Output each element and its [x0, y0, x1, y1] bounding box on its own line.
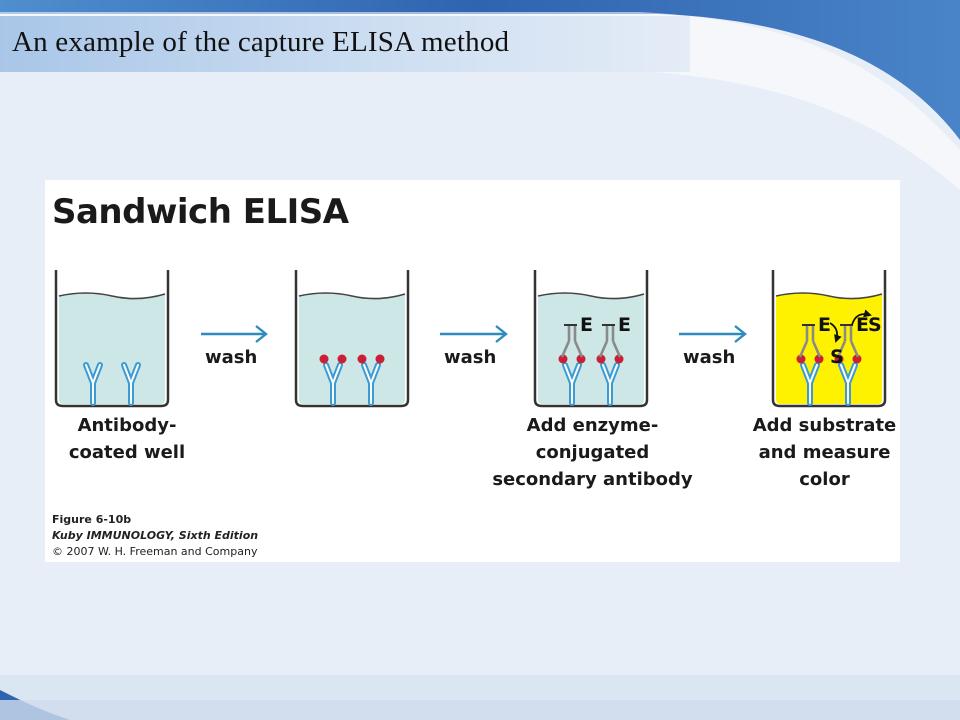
antigen [852, 354, 862, 364]
antigen [576, 354, 586, 364]
antigen [814, 354, 824, 364]
well-3-fluid [538, 293, 644, 404]
capture-antibody [562, 362, 582, 406]
well-4-fluid [776, 293, 882, 404]
enzyme-label: E [618, 314, 631, 336]
capture-antibody [800, 362, 820, 406]
figure-number: Figure 6-10b [52, 513, 132, 526]
enzyme-conjugated-antibody [836, 324, 860, 358]
well-1-label-line-1: Antibody- [77, 415, 177, 436]
substrate-label: S [868, 314, 882, 336]
well-4-label-line-3: color [799, 469, 850, 490]
well-4-label: Add substrate and measure color [752, 412, 897, 493]
well-3-label-line-2: conjugated [535, 442, 650, 463]
wash-arrow-1 [201, 325, 268, 343]
enzyme-conjugated-antibody [598, 324, 622, 358]
enzyme-label: E [580, 314, 593, 336]
antigen [357, 354, 367, 364]
capture-antibody [83, 362, 103, 406]
well-1-wall [54, 270, 170, 408]
capture-antibody [600, 362, 620, 406]
well-4-wall [771, 270, 887, 408]
enzyme-label: E [856, 314, 869, 336]
well-2-meniscus [298, 292, 406, 300]
antigen [337, 354, 347, 364]
well-1-meniscus [58, 292, 166, 300]
substrate-label: S [830, 346, 844, 368]
antigen [319, 354, 329, 364]
antigen [614, 354, 624, 364]
well-4-label-line-1: Add substrate [752, 415, 897, 436]
antigen [375, 354, 385, 364]
well-3-wall [533, 270, 649, 408]
well-2-fluid [299, 293, 405, 404]
wash-label-2: wash [444, 347, 497, 368]
well-1-label-line-2: coated well [68, 442, 186, 463]
antigen [796, 354, 806, 364]
capture-antibody [121, 362, 141, 406]
well-3-meniscus [537, 292, 645, 300]
antigen [558, 354, 568, 364]
well-2-wall [294, 270, 410, 408]
well-3-label: Add enzyme- conjugated secondary antibod… [490, 412, 695, 493]
antigen [596, 354, 606, 364]
enzyme-conjugated-antibody [560, 324, 584, 358]
capture-antibody [361, 362, 381, 406]
wash-arrow-3 [679, 325, 747, 343]
reaction-arrow [851, 309, 872, 326]
capture-antibody [323, 362, 343, 406]
well-4-label-line-2: and measure [758, 442, 891, 463]
well-1-fluid [59, 293, 165, 404]
well-1-label: Antibody- coated well [45, 412, 209, 466]
enzyme-conjugated-antibody [798, 324, 822, 358]
well-2 [294, 270, 410, 408]
wash-label-3: wash [683, 347, 736, 368]
wash-label-1: wash [205, 347, 258, 368]
antigen [834, 354, 844, 364]
book-citation: Kuby IMMUNOLOGY, Sixth Edition [52, 529, 259, 542]
well-1 [54, 270, 170, 408]
well-4-meniscus [775, 292, 883, 300]
well-3-label-line-3: secondary antibody [492, 469, 693, 490]
wash-arrow-2 [440, 325, 508, 343]
reaction-arrow [829, 322, 842, 343]
copyright-line: © 2007 W. H. Freeman and Company [52, 545, 258, 558]
enzyme-label: E [818, 314, 831, 336]
well-3-label-line-1: Add enzyme- [526, 415, 659, 436]
capture-antibody [838, 362, 858, 406]
figure-title: Sandwich ELISA [52, 192, 349, 232]
slide-title: An example of the capture ELISA method [12, 26, 510, 58]
